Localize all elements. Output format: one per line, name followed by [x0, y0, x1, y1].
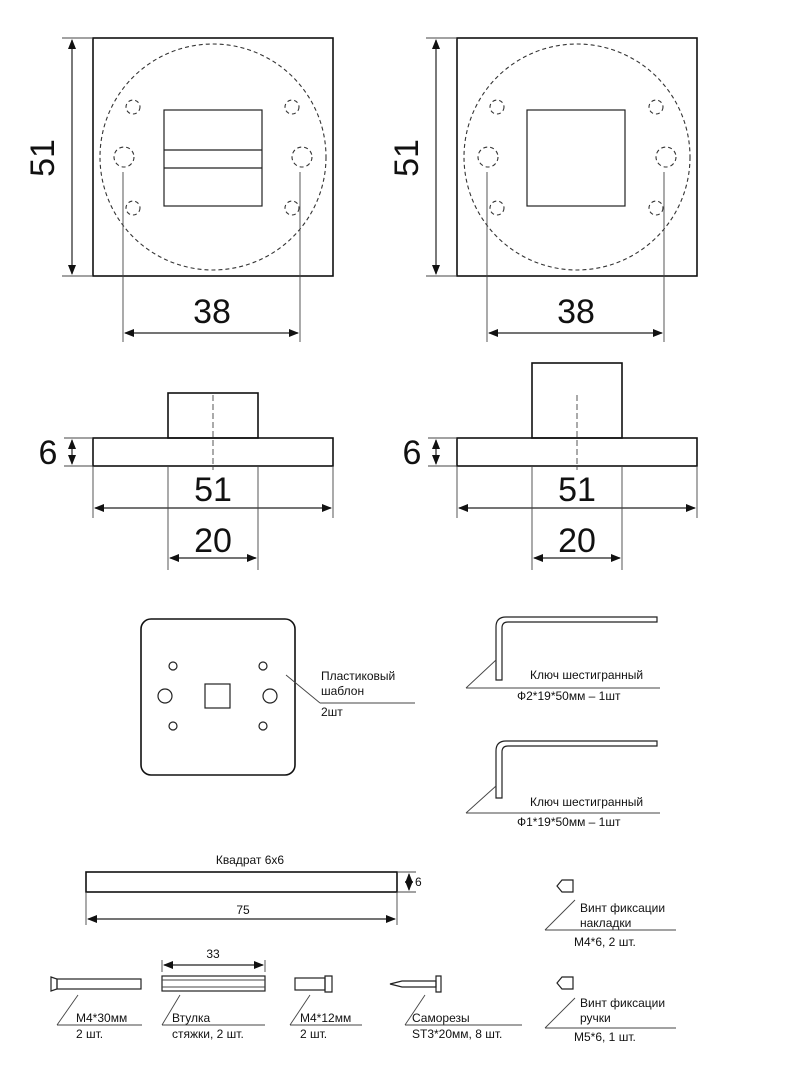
- sleeve-label-1: Втулка: [172, 1011, 210, 1025]
- bolt-long-head: [50, 976, 58, 992]
- right-rosette-plate: [456, 37, 698, 277]
- bolt-short-label-2: 2 шт.: [300, 1027, 327, 1041]
- square-length-label: 75: [236, 903, 250, 917]
- right-thickness-label: 6: [403, 434, 422, 472]
- right-side-width-label: 51: [558, 471, 596, 509]
- right-side-view: 6 51 20: [403, 362, 698, 570]
- wood-screw-head: [435, 975, 442, 993]
- left-dashed-circle: [99, 43, 327, 271]
- template-square-hole: [204, 683, 231, 709]
- key-small-label-1: Ключ шестигранный: [530, 795, 643, 809]
- square-bar: Квадрат 6х6 6 75: [85, 853, 422, 925]
- sleeve-shape: [161, 975, 266, 992]
- template-plate: [140, 618, 296, 776]
- square-title: Квадрат 6х6: [216, 853, 284, 867]
- left-thickness-label: 6: [39, 434, 58, 472]
- key-large-label-1: Ключ шестигранный: [530, 668, 643, 682]
- left-side-view: 6 51 20: [39, 392, 334, 570]
- bolt-short-shaft: [294, 977, 326, 991]
- left-rosette-plate: [92, 37, 334, 277]
- bolt-long-shaft: [56, 978, 142, 990]
- screw-handle: Винт фиксации ручки М5*6, 1 шт.: [544, 976, 676, 1044]
- screw-cover-label-2: накладки: [580, 916, 631, 930]
- left-center-lock: [163, 109, 263, 207]
- right-dashed-circle: [463, 43, 691, 271]
- screw-handle-label-1: Винт фиксации: [580, 996, 665, 1010]
- sleeve-label-2: стяжки, 2 шт.: [172, 1027, 244, 1041]
- wood-screw-label-1: Саморезы: [412, 1011, 470, 1025]
- left-base-label: 20: [194, 522, 232, 560]
- right-side-boss: [531, 362, 623, 439]
- hex-key-large: Ключ шестигранный Ф2*19*50мм – 1шт: [465, 616, 660, 703]
- wood-screw: Саморезы ST3*20мм, 8 шт.: [389, 975, 522, 1041]
- bolt-long: М4*30мм 2 шт.: [50, 976, 142, 1041]
- right-width-label: 38: [557, 293, 595, 331]
- right-center-square: [526, 109, 626, 207]
- left-side-boss: [167, 392, 259, 439]
- bolt-long-label-2: 2 шт.: [76, 1027, 103, 1041]
- right-front-view: 51 38: [388, 37, 698, 342]
- sleeve: 33 Втулка стяжки, 2 шт.: [161, 947, 266, 1041]
- sleeve-length-label: 33: [206, 947, 220, 961]
- square-thickness-label: 6: [415, 875, 422, 889]
- key-small-label-2: Ф1*19*50мм – 1шт: [517, 815, 621, 829]
- screw-handle-label-3: М5*6, 1 шт.: [574, 1030, 636, 1044]
- hex-key-large-shape: [495, 616, 658, 681]
- square-bar-shape: [85, 871, 398, 893]
- template-label-2: шаблон: [321, 684, 364, 698]
- hex-key-small: Ключ шестигранный Ф1*19*50мм – 1шт: [465, 740, 660, 829]
- right-height-label: 51: [388, 139, 426, 177]
- bolt-short: М4*12мм 2 шт.: [289, 975, 362, 1041]
- key-large-label-2: Ф2*19*50мм – 1шт: [517, 689, 621, 703]
- template-label-1: Пластиковый: [321, 669, 395, 683]
- screw-handle-shape: [556, 976, 574, 990]
- wood-screw-label-2: ST3*20мм, 8 шт.: [412, 1027, 502, 1041]
- template-label-3: 2шт: [321, 705, 343, 719]
- screw-cover: Винт фиксации накладки М4*6, 2 шт.: [544, 879, 676, 949]
- screw-cover-label-1: Винт фиксации: [580, 901, 665, 915]
- bolt-short-label-1: М4*12мм: [300, 1011, 351, 1025]
- right-base-label: 20: [558, 522, 596, 560]
- screw-cover-label-3: М4*6, 2 шт.: [574, 935, 636, 949]
- left-front-view: 51 38: [24, 37, 334, 342]
- left-side-width-label: 51: [194, 471, 232, 509]
- hex-key-small-shape: [495, 740, 658, 799]
- wood-screw-shaft: [389, 980, 437, 988]
- left-height-label: 51: [24, 139, 62, 177]
- screw-cover-shape: [556, 879, 574, 893]
- screw-handle-label-2: ручки: [580, 1011, 611, 1025]
- bolt-short-head: [324, 975, 333, 993]
- plastic-template: Пластиковый шаблон 2шт: [140, 618, 415, 776]
- left-width-label: 38: [193, 293, 231, 331]
- bolt-long-label-1: М4*30мм: [76, 1011, 127, 1025]
